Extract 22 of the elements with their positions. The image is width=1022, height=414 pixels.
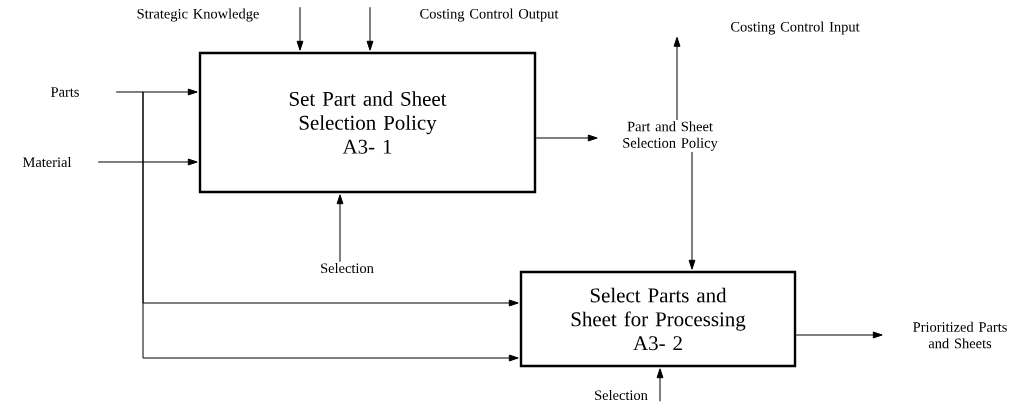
arrow [296,6,304,51]
arrow [366,6,374,51]
arrow [115,88,198,96]
flow-label: Material [22,156,72,168]
process-box: Set Part and Sheet Selection Policy A3- 1 [198,51,537,194]
flow-label: Prioritized Parts and Sheets [913,321,1007,349]
arrow [97,158,198,166]
arrow [688,151,696,270]
flow-label: Strategic Knowledge [137,8,259,22]
arrow [795,331,883,339]
arrow [142,91,519,362]
flow-label: Costing Control Output [420,8,559,22]
arrow [673,36,681,121]
flow-label: Selection [595,389,648,401]
process-box: Select Parts and Sheet for Processing A3- 2 [519,270,797,368]
flow-label: Selection [321,262,374,274]
flow-label: Parts [51,87,79,97]
arrow [656,368,664,402]
arrow [535,134,598,142]
flow-label: Part and Sheet Selection Policy [623,121,718,151]
arrow [336,194,344,263]
flow-label: Costing Control Input [731,21,860,35]
